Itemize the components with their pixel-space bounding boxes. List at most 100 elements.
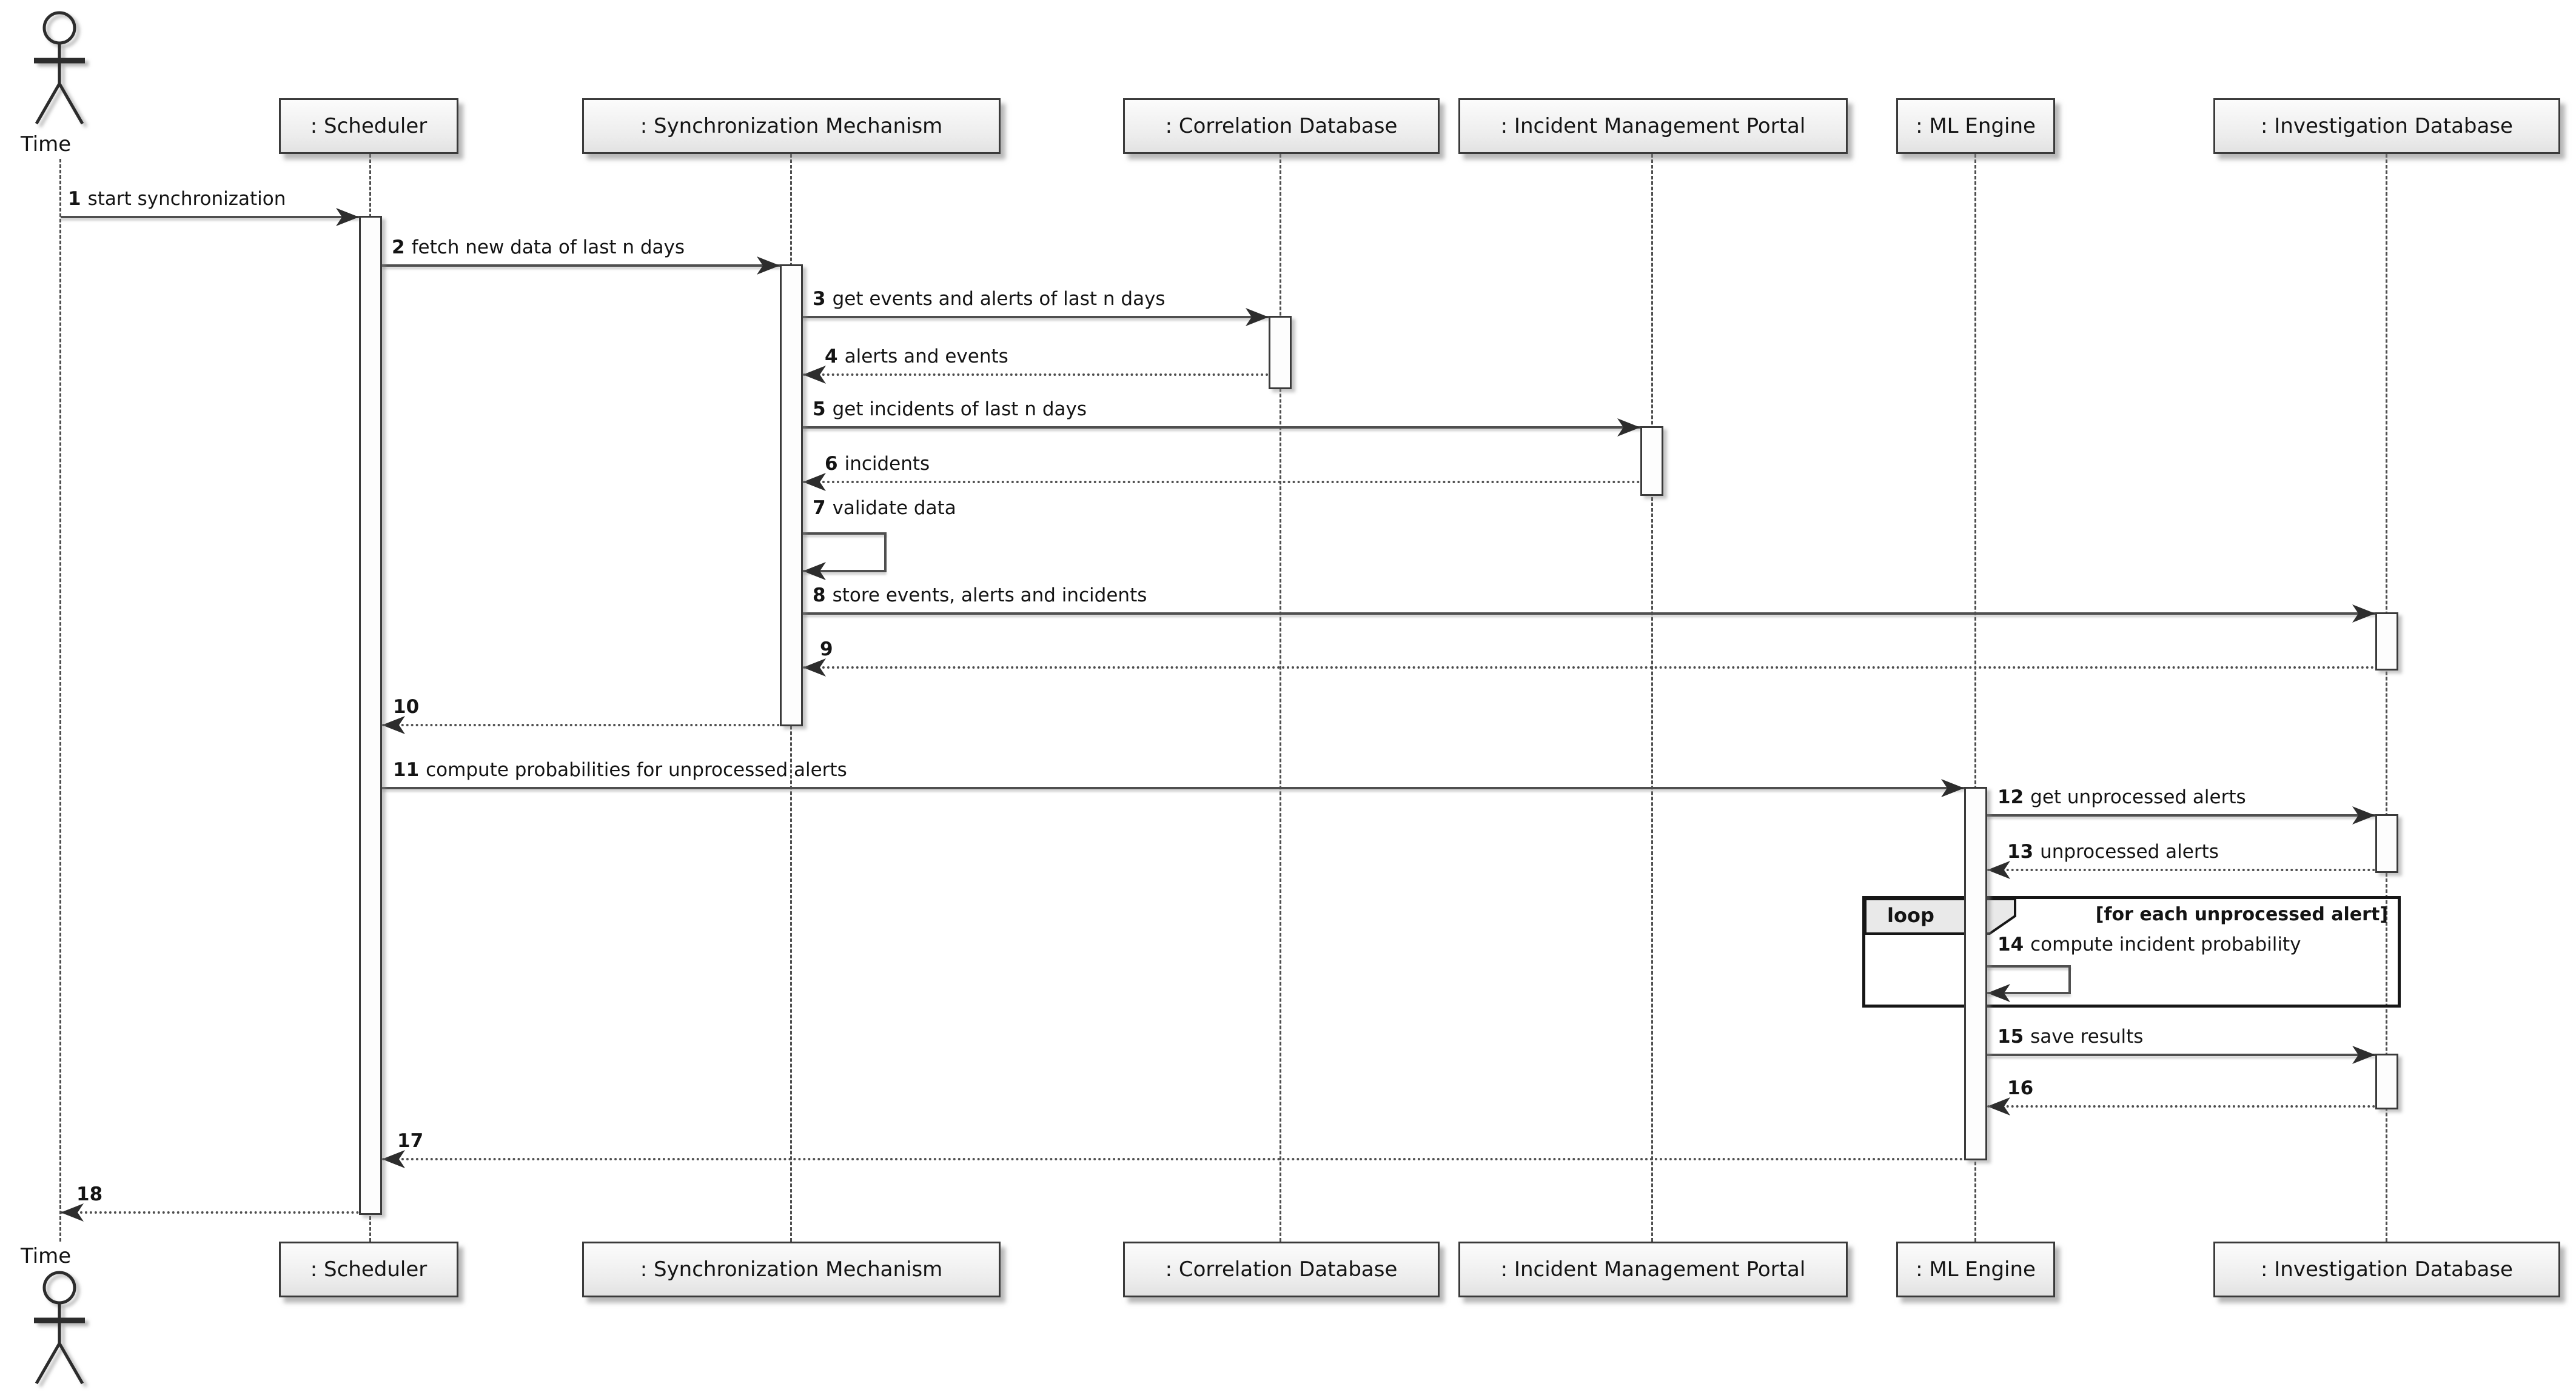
message-11-line: [382, 787, 1964, 789]
message-10-line: [382, 724, 780, 726]
message-16-line: [1987, 1105, 2375, 1108]
message-17-line: [382, 1158, 1964, 1160]
participant-incident-management-portal-bottom: : Incident Management Portal: [1458, 1242, 1848, 1297]
lifeline-time: [59, 159, 61, 1242]
message-7-arrowhead: [803, 562, 826, 580]
message-3-arrowhead: [1246, 308, 1269, 326]
participant-label: : Incident Management Portal: [1500, 114, 1806, 138]
actor-time-top-icon: [34, 11, 85, 125]
lifeline-incident-management-portal: [1651, 154, 1653, 1242]
participant-label: : Synchronization Mechanism: [640, 1257, 943, 1282]
participant-correlation-database-bottom: : Correlation Database: [1123, 1242, 1440, 1297]
loop-guard: [for each unprocessed alert]: [2095, 904, 2388, 925]
message-6-arrowhead: [803, 473, 826, 491]
message-5-line: [803, 426, 1640, 429]
participant-correlation-database-top: : Correlation Database: [1123, 98, 1440, 154]
message-16-arrowhead: [1987, 1097, 2010, 1115]
participant-ml-engine-bottom: : ML Engine: [1896, 1242, 2055, 1297]
message-10-label: 10: [393, 696, 420, 718]
activation-incident-management-portal: [1640, 426, 1663, 496]
actor-time-bottom-label: Time: [21, 1244, 72, 1268]
lifeline-investigation-database: [2386, 154, 2387, 1242]
message-9-label: 9: [820, 638, 833, 660]
message-2-arrowhead: [757, 256, 780, 275]
message-2-line: [382, 264, 780, 267]
activation-correlation-database: [1269, 316, 1292, 389]
message-8-arrowhead: [2352, 604, 2375, 623]
message-1-arrowhead: [336, 208, 359, 226]
activation-scheduler: [359, 216, 382, 1215]
message-15-arrowhead: [2352, 1046, 2375, 1064]
activation-ml-engine: [1964, 787, 1987, 1160]
message-15-line: [1987, 1054, 2375, 1056]
participant-synchronization-mechanism-bottom: : Synchronization Mechanism: [582, 1242, 1001, 1297]
message-1-line: [61, 216, 359, 218]
participant-label: : Incident Management Portal: [1500, 1257, 1806, 1282]
participant-synchronization-mechanism-top: : Synchronization Mechanism: [582, 98, 1001, 154]
participant-label: : Correlation Database: [1165, 114, 1398, 138]
message-7-line-down: [884, 532, 887, 572]
message-7-line-out: [803, 532, 887, 535]
participant-scheduler-bottom: : Scheduler: [279, 1242, 458, 1297]
participant-investigation-database-bottom: : Investigation Database: [2213, 1242, 2560, 1297]
message-3-line: [803, 316, 1269, 318]
participant-label: : ML Engine: [1916, 1257, 2036, 1282]
message-12-arrowhead: [2352, 806, 2375, 824]
message-14-arrowhead: [1987, 984, 2010, 1002]
message-5-arrowhead: [1617, 418, 1640, 436]
activation-investigation-database-2: [2375, 814, 2398, 873]
message-6-line: [803, 481, 1640, 483]
participant-label: : Synchronization Mechanism: [640, 114, 943, 138]
message-17-arrowhead: [382, 1150, 405, 1168]
message-9-line: [803, 666, 2375, 669]
participant-incident-management-portal-top: : Incident Management Portal: [1458, 98, 1848, 154]
message-10-arrowhead: [382, 716, 405, 734]
message-4-line: [803, 373, 1269, 376]
lifeline-ml-engine: [1974, 154, 1976, 1242]
message-13-line: [1987, 869, 2375, 871]
message-16-label: 16: [2007, 1077, 2034, 1099]
message-7-line-back: [803, 570, 887, 572]
message-17-label: 17: [397, 1130, 424, 1152]
participant-label: : Scheduler: [310, 1257, 428, 1282]
participant-ml-engine-top: : ML Engine: [1896, 98, 2055, 154]
message-14-line-out: [1987, 965, 2071, 968]
loop-fragment: loop [for each unprocessed alert]: [1862, 896, 2401, 1008]
participant-label: : Correlation Database: [1165, 1257, 1398, 1282]
activation-investigation-database-3: [2375, 1054, 2398, 1109]
participant-label: : ML Engine: [1916, 114, 2036, 138]
participant-label: : Investigation Database: [2261, 114, 2513, 138]
participant-label: : Scheduler: [310, 114, 428, 138]
actor-time-bottom-icon: [34, 1271, 85, 1385]
participant-label: : Investigation Database: [2261, 1257, 2513, 1282]
actor-time-top-label: Time: [21, 132, 72, 156]
activation-synchronization-mechanism: [780, 264, 803, 726]
message-12-line: [1987, 814, 2375, 817]
loop-keyword: loop: [1887, 904, 1934, 927]
message-18-label: 18: [76, 1183, 103, 1205]
message-8-line: [803, 612, 2375, 615]
participant-scheduler-top: : Scheduler: [279, 98, 458, 154]
message-18-arrowhead: [61, 1203, 84, 1222]
message-4-arrowhead: [803, 366, 826, 384]
participant-investigation-database-top: : Investigation Database: [2213, 98, 2560, 154]
message-9-arrowhead: [803, 658, 826, 677]
message-18-line: [61, 1211, 359, 1214]
message-11-arrowhead: [1941, 779, 1964, 797]
activation-investigation-database-1: [2375, 612, 2398, 671]
message-14-line-back: [1987, 992, 2071, 994]
